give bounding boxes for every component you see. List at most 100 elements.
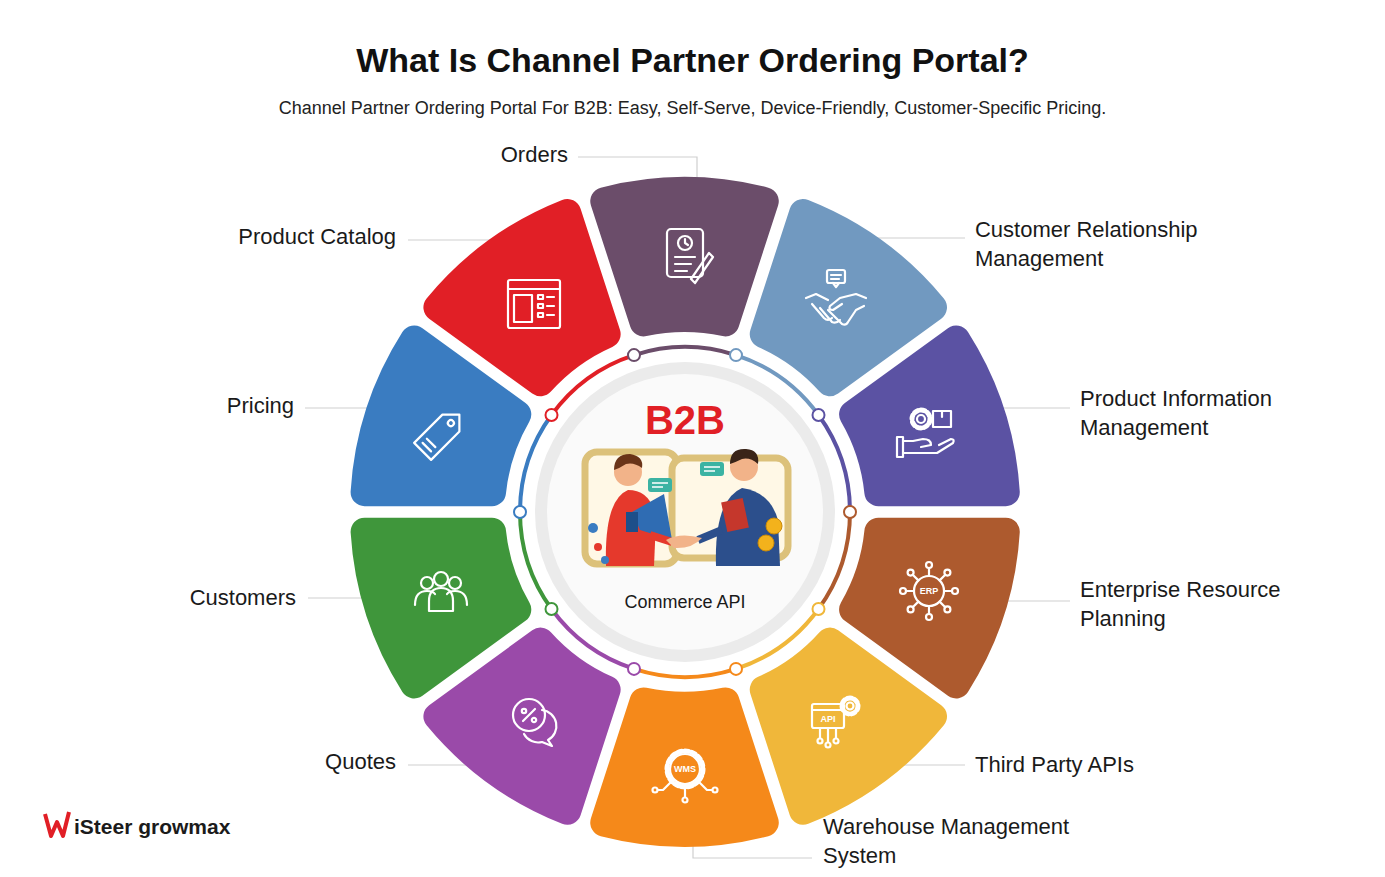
segment-label: Quotes <box>323 748 396 777</box>
icon-text: API <box>820 714 835 724</box>
catalog-icon-part <box>547 297 554 315</box>
segment-label: Enterprise Resource Planning <box>1080 576 1325 633</box>
segment-label: Customers <box>187 584 296 613</box>
leader-line <box>870 237 965 238</box>
ring-dot <box>546 603 558 615</box>
quotes-icon-part <box>522 709 526 713</box>
segment-fill <box>423 199 620 396</box>
b2b-illustration-part <box>766 518 782 534</box>
erp-icon-part <box>926 614 932 620</box>
leader-line <box>995 407 1070 408</box>
b2b-illustration <box>585 449 788 566</box>
segment-label: Customer Relationship Management <box>975 216 1235 273</box>
b2b-illustration-part <box>650 535 672 542</box>
orders-icon-part <box>667 229 703 277</box>
api-icon-part <box>842 698 858 714</box>
b2b-illustration-part <box>730 453 758 481</box>
customers-icon-part <box>447 591 467 605</box>
icon-layer-part <box>414 229 958 803</box>
segment-node: Product Information Management <box>831 315 1020 512</box>
center-circle-node: B2BCommerce API <box>535 362 835 662</box>
erp-icon-part <box>926 562 932 568</box>
b2b-illustration-part <box>652 467 720 487</box>
erp-icon-part <box>944 606 950 612</box>
pim-icon-part <box>912 410 930 428</box>
customers-icon-part <box>449 577 461 589</box>
pricing-icon-part <box>414 406 468 460</box>
api-icon-part <box>834 739 839 744</box>
ring-dot <box>546 409 558 421</box>
quotes-icon <box>513 699 556 746</box>
quotes-icon-part <box>524 710 556 746</box>
b2b-illustration-part <box>730 449 758 464</box>
erp-icon-part <box>914 576 944 606</box>
orders-icon-part <box>675 257 695 271</box>
b2b-illustration-part <box>648 478 672 492</box>
ring-dot <box>730 349 742 361</box>
b2b-illustration-part <box>614 458 642 486</box>
catalog-icon-part <box>538 295 543 299</box>
segment-label: Pricing <box>224 392 294 421</box>
wms-icon-part <box>667 751 703 787</box>
wms-icon-part <box>713 788 718 793</box>
b2b-illustration-part <box>698 530 722 540</box>
api-icon <box>812 698 858 748</box>
quotes-icon-part <box>513 699 545 731</box>
b2b-illustration-part <box>716 488 780 566</box>
segment-fill <box>591 177 780 336</box>
segment-shape <box>831 315 1020 512</box>
ring-arc <box>634 347 736 355</box>
leader-line <box>305 407 375 408</box>
erp-icon <box>900 562 958 620</box>
orders-icon-part <box>685 239 688 245</box>
api-icon-part <box>818 739 823 744</box>
erp-icon-part <box>906 568 952 614</box>
segment-shape <box>414 193 629 406</box>
segment-fill <box>351 518 532 699</box>
b2b-illustration-part <box>626 512 638 532</box>
wms-icon-part <box>658 782 712 797</box>
title: What Is Channel Partner Ordering Portal? <box>0 38 1385 82</box>
quotes-icon-part <box>523 709 535 721</box>
catalog-icon-part <box>514 295 532 322</box>
segment-label: Orders <box>498 141 568 170</box>
orders-icon-part <box>691 253 713 283</box>
leader-lines <box>305 157 1070 858</box>
erp-icon-part <box>952 588 958 594</box>
b2b-illustration-part <box>632 494 672 540</box>
pricing-icon <box>414 406 468 460</box>
segment-node: Customers <box>350 512 539 709</box>
segment-label: Product Catalog <box>236 223 396 252</box>
ring-arc <box>634 669 736 677</box>
orders-icon <box>667 229 713 283</box>
customers-icon-part <box>434 572 448 586</box>
api-icon-part <box>826 743 831 748</box>
customers-icon-part <box>429 588 453 611</box>
catalog-icon-part <box>508 288 560 290</box>
center-subtitle: Commerce API <box>624 591 745 614</box>
segment-fill <box>839 326 1020 507</box>
ring-dot <box>730 663 742 675</box>
b2b-illustration-part <box>700 462 724 476</box>
customers-icon-part <box>421 577 433 589</box>
segment-shape <box>741 618 956 831</box>
segment-fill <box>591 688 780 847</box>
quotes-icon-part <box>532 718 536 722</box>
segment-label: Warehouse Management System <box>823 813 1113 870</box>
segment-label: Product Information Management <box>1080 385 1325 442</box>
api-icon-part <box>812 709 844 711</box>
b2b-illustration-part <box>758 535 774 551</box>
b2b-illustration-part <box>594 543 602 551</box>
pim-icon-part <box>903 439 954 453</box>
catalog-icon-part <box>538 304 543 308</box>
segment-shape <box>350 512 539 709</box>
wms-icon-part <box>683 798 688 803</box>
catalog-icon-part <box>508 280 560 328</box>
leader-line <box>408 239 500 240</box>
ring-dot <box>844 506 856 518</box>
pim-icon-part <box>941 411 943 417</box>
crm-icon-part <box>827 270 845 283</box>
erp-icon-part <box>900 588 906 594</box>
erp-icon-part <box>908 606 914 612</box>
center-circle-fill <box>547 374 823 650</box>
